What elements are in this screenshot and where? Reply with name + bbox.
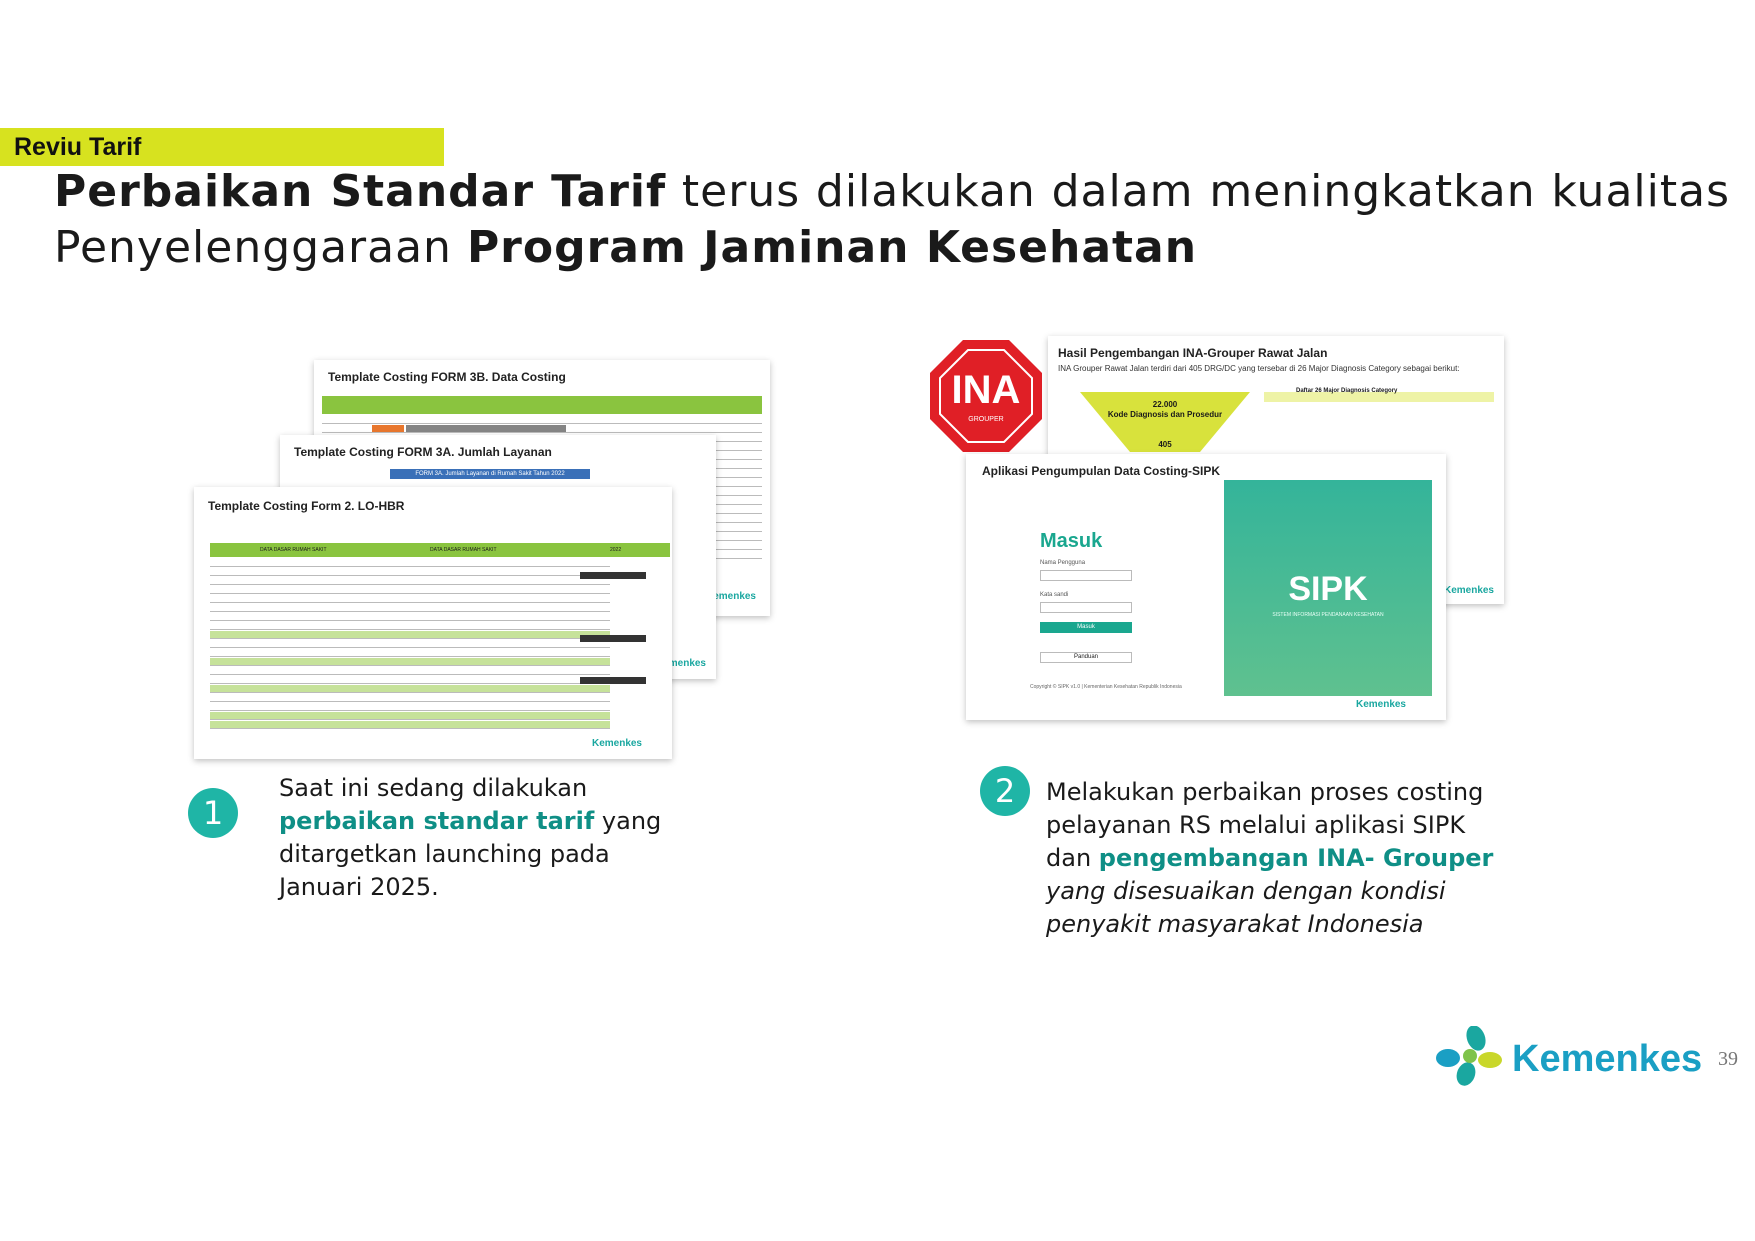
point1-text-2: yang ditargetkan launching pada Januari … (279, 807, 662, 901)
sipk-pass-label: Kata sandi (1040, 592, 1069, 598)
form2-grid (210, 559, 610, 734)
form2-title: Template Costing Form 2. LO-HBR (208, 499, 405, 513)
point1-number: 1 (188, 788, 238, 838)
sipk-title: Aplikasi Pengumpulan Data Costing-SIPK (982, 464, 1221, 478)
point2-text: Melakukan perbaikan proses costing pelay… (1046, 776, 1496, 941)
form3a-logo: Kemenkes (655, 658, 706, 669)
ina-funnel: 22.000 Kode Diagnosis dan Prosedur 405 (1080, 392, 1250, 462)
sipk-user-label: Nama Pengguna (1040, 560, 1086, 566)
sipk-guide-button[interactable]: Panduan (1040, 652, 1132, 663)
form3b-title: Template Costing FORM 3B. Data Costing (328, 370, 566, 384)
headline: Perbaikan Standar Tarif terus dilakukan … (54, 164, 1730, 276)
kemenkes-brand: Kemenkes (1512, 1038, 1703, 1080)
point2-italic: yang disesuaikan dengan kondisi penyakit… (1046, 877, 1446, 938)
ina-list-title: Daftar 26 Major Diagnosis Category (1296, 388, 1398, 394)
sipk-image: Aplikasi Pengumpulan Data Costing-SIPK M… (966, 454, 1446, 720)
form2-col1: DATA DASAR RUMAH SAKIT (260, 547, 327, 553)
form2-header: DATA DASAR RUMAH SAKIT DATA DASAR RUMAH … (210, 543, 670, 557)
form2-col3: 2022 (610, 547, 622, 553)
sipk-user-input[interactable] (1040, 570, 1132, 581)
headline-bold-1: Perbaikan Standar Tarif (54, 166, 667, 217)
sipk-pass-input[interactable] (1040, 602, 1132, 613)
form3b-header-bar (322, 396, 762, 414)
ina-grouper-logo: INA GROUPER (930, 340, 1042, 452)
ina-logo-text: INA (951, 368, 1021, 412)
ina-logo-kemenkes: Kemenkes (1443, 585, 1494, 596)
point2-text-1: Melakukan perbaikan proses costing pelay… (1046, 778, 1484, 872)
sipk-kemenkes: Kemenkes (1355, 699, 1406, 710)
ina-funnel-3: 405 (1158, 440, 1172, 449)
form3a-banner: FORM 3A. Jumlah Layanan di Rumah Sakit T… (390, 469, 590, 479)
ina-title: Hasil Pengembangan INA-Grouper Rawat Jal… (1058, 346, 1328, 360)
sipk-login-pane: Masuk Nama Pengguna Kata sandi Masuk Pan… (1016, 480, 1196, 680)
ina-funnel-1: 22.000 (1152, 400, 1178, 409)
point1-text-1: Saat ini sedang dilakukan (279, 774, 588, 802)
point1-bold: perbaikan standar tarif (279, 807, 595, 835)
form3b-logo: Kemenkes (705, 591, 756, 602)
page-number: 39 (1718, 1048, 1738, 1070)
headline-text: terus dilakukan dalam meningkatkan kuali… (54, 166, 1730, 273)
point1-text: Saat ini sedang dilakukan perbaikan stan… (279, 772, 699, 904)
headline-bold-2: Program Jaminan Kesehatan (466, 222, 1198, 273)
ina-funnel-2: Kode Diagnosis dan Prosedur (1107, 410, 1223, 419)
point2-bold: pengembangan INA- Grouper (1098, 844, 1494, 872)
section-tag: Reviu Tarif (0, 128, 444, 166)
sipk-footer: Copyright © SIPK v1.0 | Kementerian Kese… (1030, 684, 1182, 690)
form2-image: Template Costing Form 2. LO-HBR DATA DAS… (194, 487, 672, 759)
ina-subtitle: INA Grouper Rawat Jalan terdiri dari 405… (1058, 364, 1460, 373)
kemenkes-logo-icon (1436, 1025, 1502, 1086)
form2-logo: Kemenkes (591, 738, 642, 749)
sipk-login-button[interactable]: Masuk (1040, 622, 1132, 633)
ina-logo-sub: GROUPER (968, 416, 1004, 423)
sipk-login-title: Masuk (1040, 530, 1103, 552)
form2-col2: DATA DASAR RUMAH SAKIT (430, 547, 497, 553)
sipk-banner: SIPK SISTEM INFORMASI PENDANAAN KESEHATA… (1224, 480, 1432, 696)
sipk-logo-sub: SISTEM INFORMASI PENDANAAN KESEHATAN (1272, 612, 1384, 618)
point2-number: 2 (980, 766, 1030, 816)
form3a-title: Template Costing FORM 3A. Jumlah Layanan (294, 445, 552, 459)
sipk-logo: SIPK (1288, 570, 1368, 608)
